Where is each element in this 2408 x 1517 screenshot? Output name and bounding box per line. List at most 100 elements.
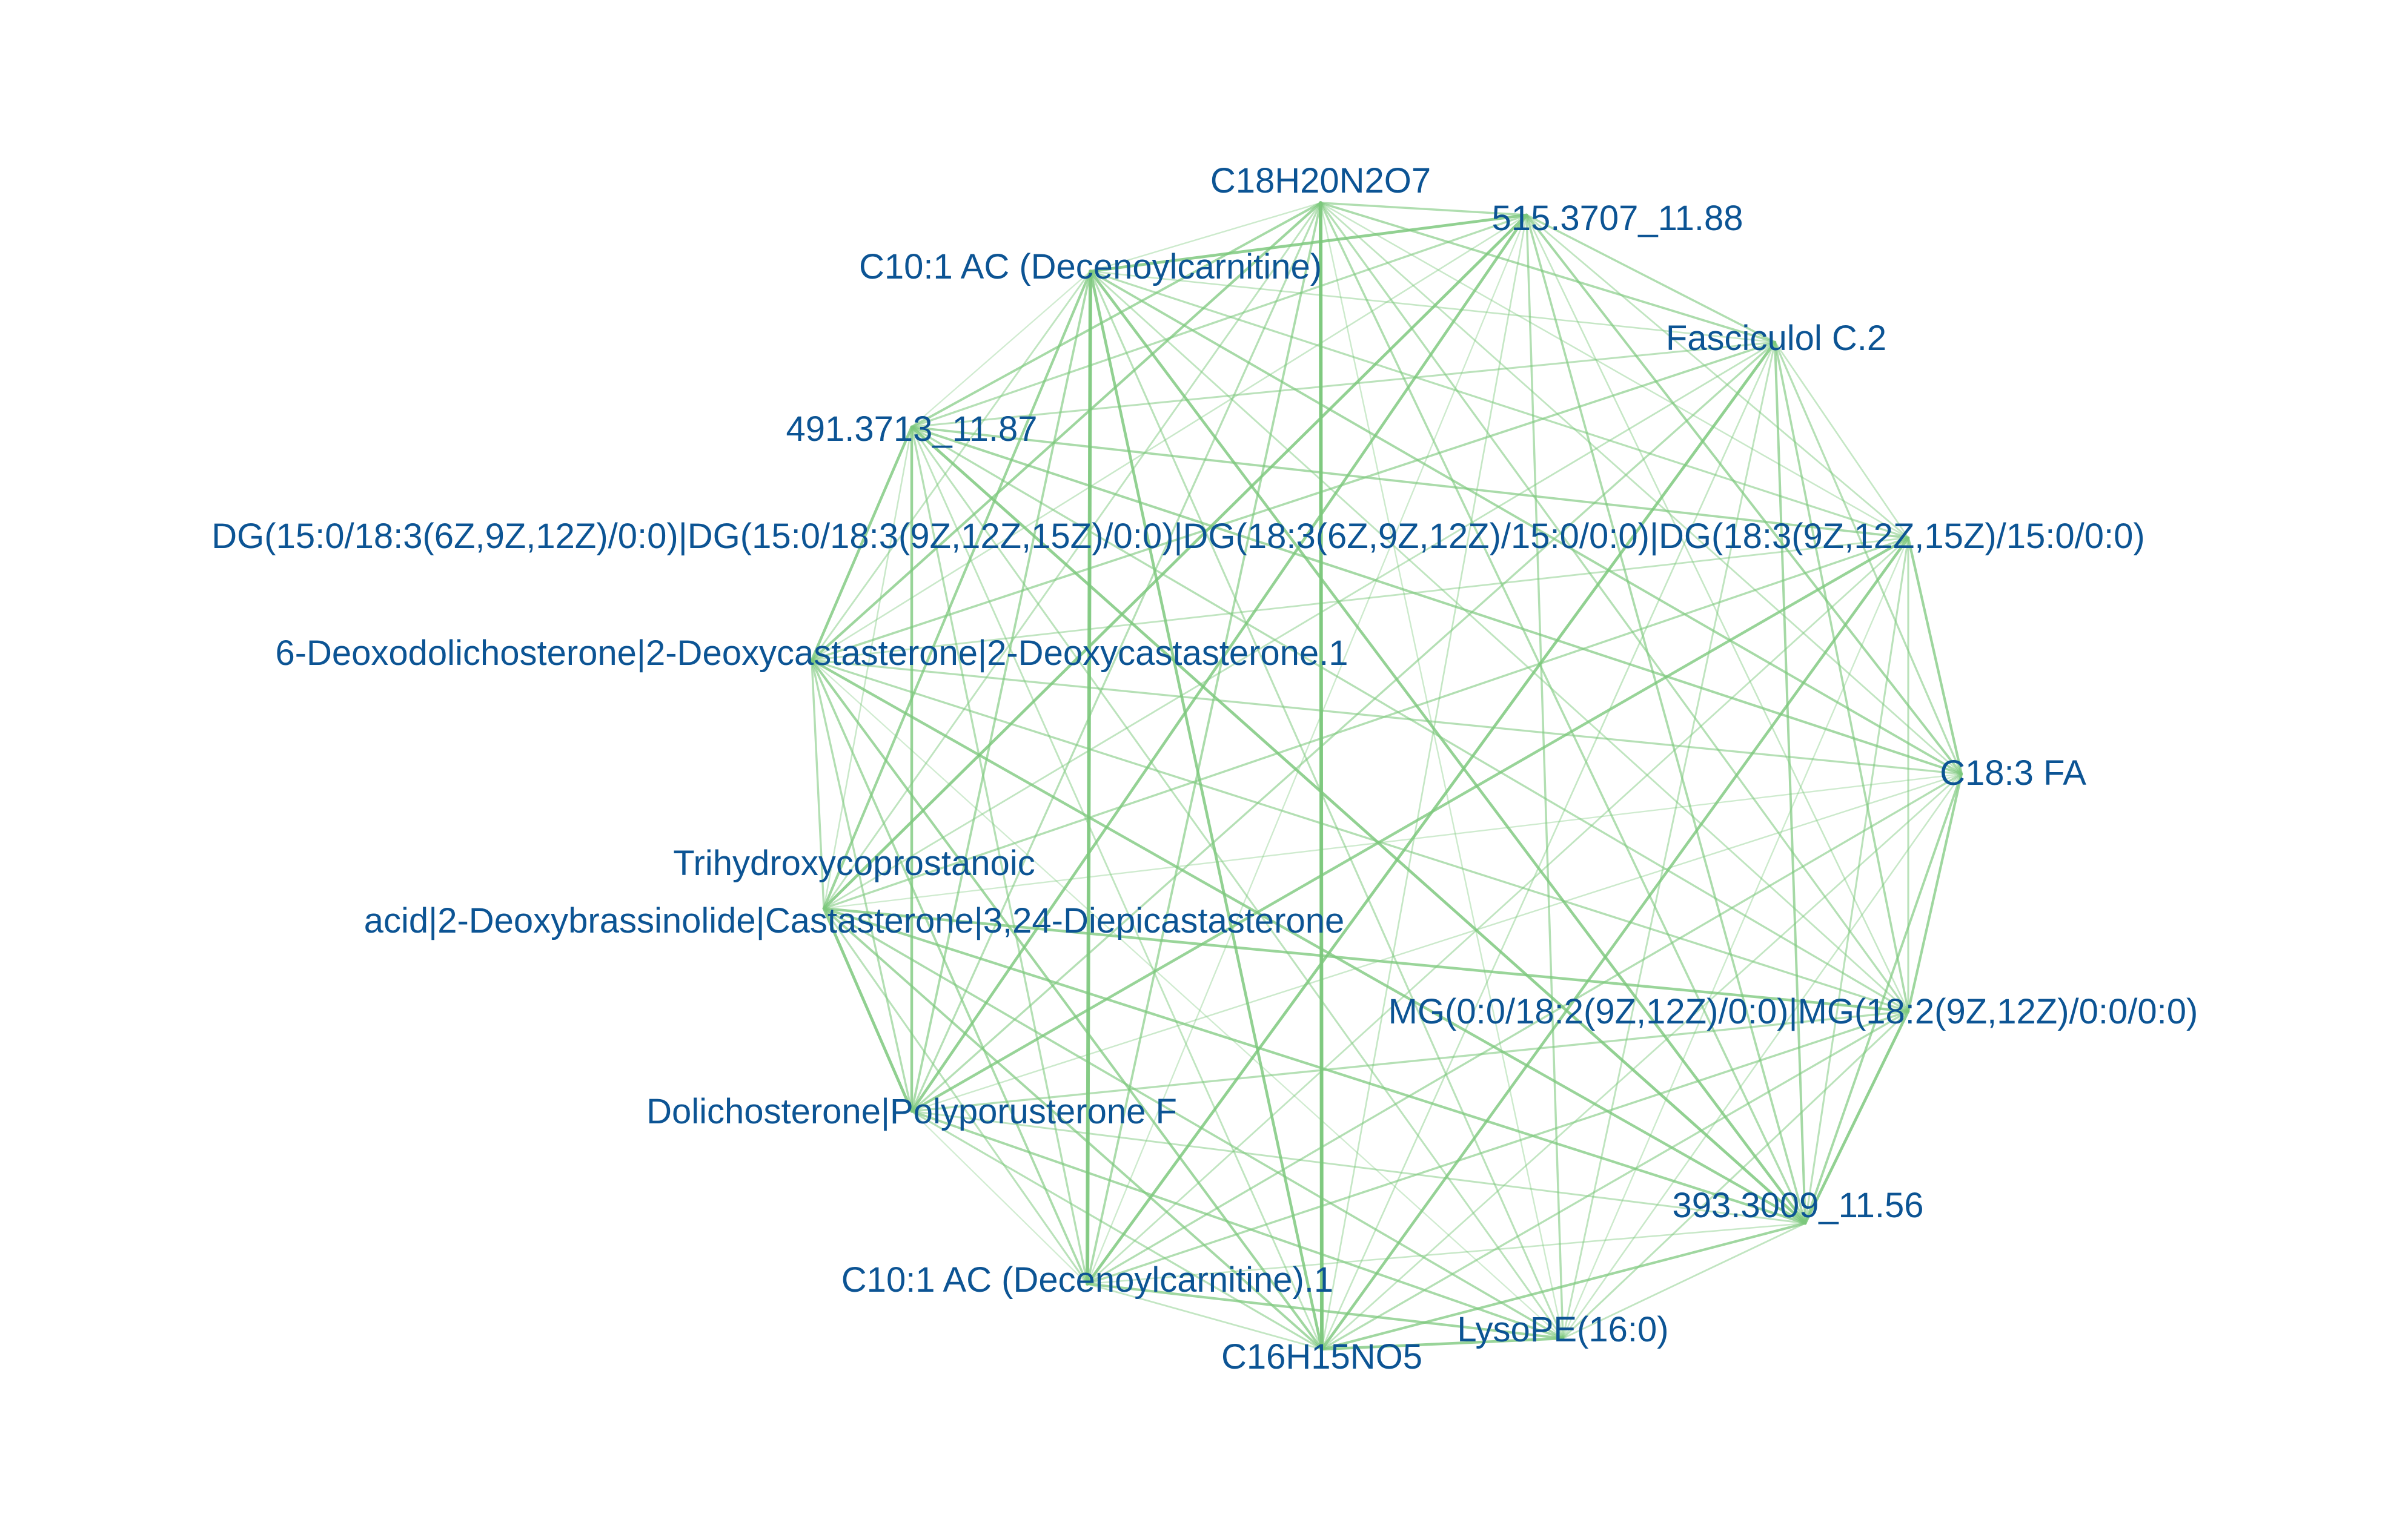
node-label-0: C18H20N2O7 [1210,161,1431,200]
edge-5-13 [910,426,1909,1013]
edge-8-14 [1089,269,1324,1351]
edge-11-13 [823,426,913,910]
edge-8-12 [810,658,1324,1351]
edge-6-9 [1086,1222,1806,1285]
edge-10-12 [811,659,913,1112]
edge-8-13 [910,426,1323,1350]
edge-7-11 [823,907,1564,1340]
edge-11-12 [811,659,825,910]
edge-6-11 [822,907,1807,1225]
edge-layer [810,201,1963,1351]
node-label-10: Dolichosterone|Polyporusterone F [646,1092,1177,1131]
edge-1-4 [1525,214,1963,775]
edge-5-9 [1086,1010,1909,1285]
edge-7-9 [1086,1282,1565,1340]
edge-6-7 [1562,1222,1806,1340]
edge-11-14 [822,269,1092,910]
edge-1-9 [1086,214,1528,1285]
edge-2-14 [1089,270,1776,343]
edge-5-6 [1803,1010,1910,1225]
node-label-4: C18:3 FA [1940,753,2086,793]
node-label-11-line-0: Trihydroxycoprostanoic [673,844,1035,883]
node-label-1: 515.3707_11.88 [1491,199,1743,238]
node-label-2: Fasciculol C.2 [1666,319,1886,358]
edge-5-14 [1089,270,1909,1013]
edge-12-14 [811,270,1092,661]
edge-4-13 [910,426,1963,775]
edge-6-13 [910,425,1807,1225]
edge-0-2 [1319,202,1776,343]
edge-3-14 [1089,270,1909,539]
edge-4-5 [1906,772,1963,1013]
edge-13-14 [910,270,1092,428]
edge-5-11 [822,907,1910,1013]
edge-4-14 [1089,270,1963,775]
node-label-12: 6-Deoxodolichosterone|2-Deoxycastasteron… [275,633,1348,673]
node-label-3: DG(15:0/18:3(6Z,9Z,12Z)/0:0)|DG(15:0/18:… [211,517,2144,556]
node-label-9: C10:1 AC (Decenoylcarnitine).1 [841,1260,1333,1300]
edge-1-2 [1525,214,1776,343]
edge-4-7 [1562,773,1963,1340]
edge-5-7 [1562,1010,1909,1340]
edge-0-10 [910,202,1322,1112]
node-label-8: C16H15NO5 [1221,1337,1422,1377]
edge-0-11 [823,202,1322,910]
edge-3-8 [1320,536,1910,1351]
edge-1-8 [1321,214,1528,1350]
edge-2-12 [811,341,1776,661]
node-label-14: C10:1 AC (Decenoylcarnitine) [859,247,1322,286]
edge-10-11 [822,907,914,1113]
edge-2-5 [1774,341,1909,1013]
edge-3-11 [823,537,1909,910]
edge-0-1 [1319,202,1528,216]
edge-1-12 [811,214,1528,661]
edge-4-11 [823,773,1963,910]
edge-7-14 [1089,270,1564,1340]
edge-2-4 [1774,341,1963,775]
edge-9-13 [910,426,1089,1285]
edge-2-7 [1562,341,1776,1340]
edge-1-13 [910,214,1528,428]
edge-0-4 [1319,202,1963,775]
edge-3-7 [1562,537,1909,1340]
edge-8-11 [823,907,1323,1350]
edge-1-6 [1525,214,1806,1225]
edge-4-8 [1321,773,1963,1350]
node-label-5: MG(0:0/18:2(9Z,12Z)/0:0)|MG(18:2(9Z,12Z)… [1388,992,2198,1031]
node-label-13: 491.3713_11.87 [786,409,1037,449]
node-label-11-line-1: acid|2-Deoxybrassinolide|Castasterone|3,… [364,901,1345,940]
edge-9-11 [823,907,1089,1285]
edge-1-7 [1525,214,1564,1340]
edge-9-10 [910,1110,1089,1285]
edge-strong-14-9 [1086,269,1092,1286]
edge-0-14 [1089,202,1322,273]
edge-0-7 [1319,202,1564,1340]
edge-4-6 [1804,773,1963,1225]
edge-6-14 [1089,269,1807,1225]
node-label-7: LysoPE(16:0) [1457,1310,1668,1349]
edge-7-13 [910,426,1564,1340]
edge-5-10 [910,1010,1909,1112]
edge-3-10 [910,536,1910,1113]
edge-7-8 [1320,1337,1565,1351]
edge-2-11 [823,341,1776,910]
edge-6-8 [1320,1221,1807,1351]
edge-3-4 [1906,536,1963,776]
edge-3-12 [811,537,1909,661]
edge-2-6 [1774,341,1806,1225]
edge-3-6 [1804,537,1909,1225]
edge-0-5 [1319,202,1909,1013]
edge-9-12 [811,659,1089,1285]
edge-6-10 [910,1110,1806,1225]
edge-10-14 [910,270,1092,1112]
edge-2-13 [910,341,1776,428]
edge-8-9 [1086,1283,1323,1350]
edge-3-9 [1086,537,1909,1285]
edge-12-13 [810,425,914,662]
edge-2-3 [1774,341,1909,539]
node-label-6: 393.3009_11.56 [1672,1186,1923,1225]
edge-8-10 [910,1110,1323,1350]
node-label-11: Trihydroxycoprostanoic acid|2-Deoxybrassi… [364,844,1345,940]
